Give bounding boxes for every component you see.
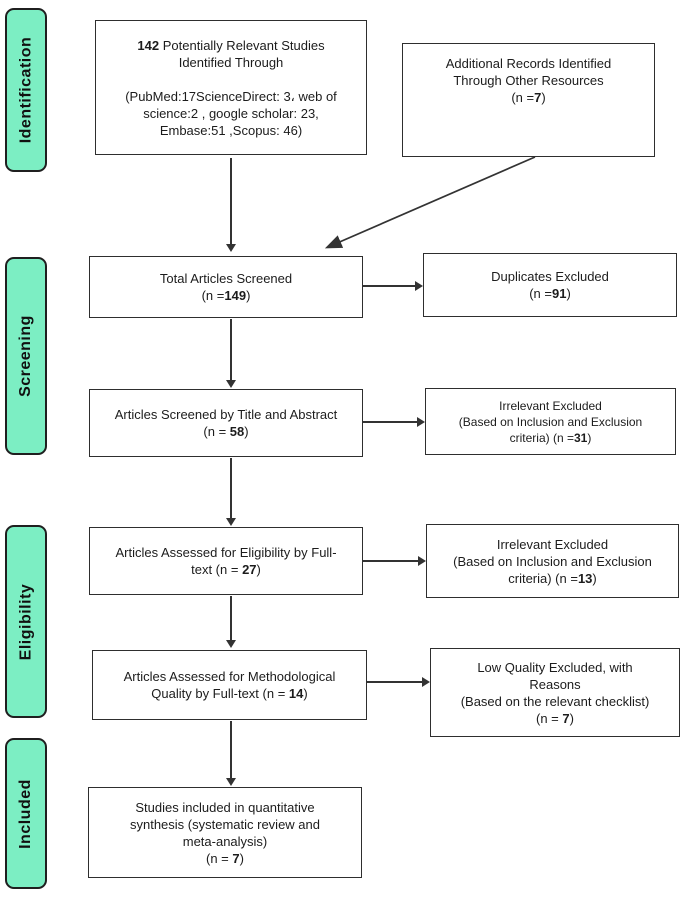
arrow-screened-to-title-abstract xyxy=(226,319,236,388)
box-total-articles-screened: Total Articles Screened(n =149) xyxy=(89,256,363,318)
arrow-additional-to-screened xyxy=(324,156,536,249)
box-irrelevant-excluded-13: Irrelevant Excluded(Based on Inclusion a… xyxy=(426,524,679,598)
arrow-title-abstract-to-eligibility xyxy=(226,458,236,526)
arrow-methodological-to-included xyxy=(226,721,236,786)
arrow-identified-to-screened xyxy=(226,158,236,252)
stage-label-screening: Screening xyxy=(5,257,47,455)
stage-label-text: Screening xyxy=(17,315,35,397)
box-assessed-eligibility-fulltext: Articles Assessed for Eligibility by Ful… xyxy=(89,527,363,595)
arrow-screened-to-duplicates xyxy=(363,281,423,291)
box-screened-title-abstract: Articles Screened by Title and Abstract(… xyxy=(89,389,363,457)
stage-label-included: Included xyxy=(5,738,47,889)
stage-label-identification: Identification xyxy=(5,8,47,172)
stage-label-text: Included xyxy=(17,778,34,849)
arrow-eligibility-to-irrelevant-13 xyxy=(363,556,426,566)
stage-label-text: Eligibility xyxy=(17,583,34,660)
stage-label-eligibility: Eligibility xyxy=(5,525,47,718)
arrow-eligibility-to-methodological xyxy=(226,596,236,648)
box-irrelevant-excluded-31: Irrelevant Excluded(Based on Inclusion a… xyxy=(425,388,676,455)
arrow-methodological-to-low-quality xyxy=(367,677,430,687)
box-duplicates-excluded: Duplicates Excluded(n =91) xyxy=(423,253,677,317)
arrow-title-abstract-to-irrelevant-31 xyxy=(363,417,425,427)
stage-label-text: Identification xyxy=(17,36,34,144)
